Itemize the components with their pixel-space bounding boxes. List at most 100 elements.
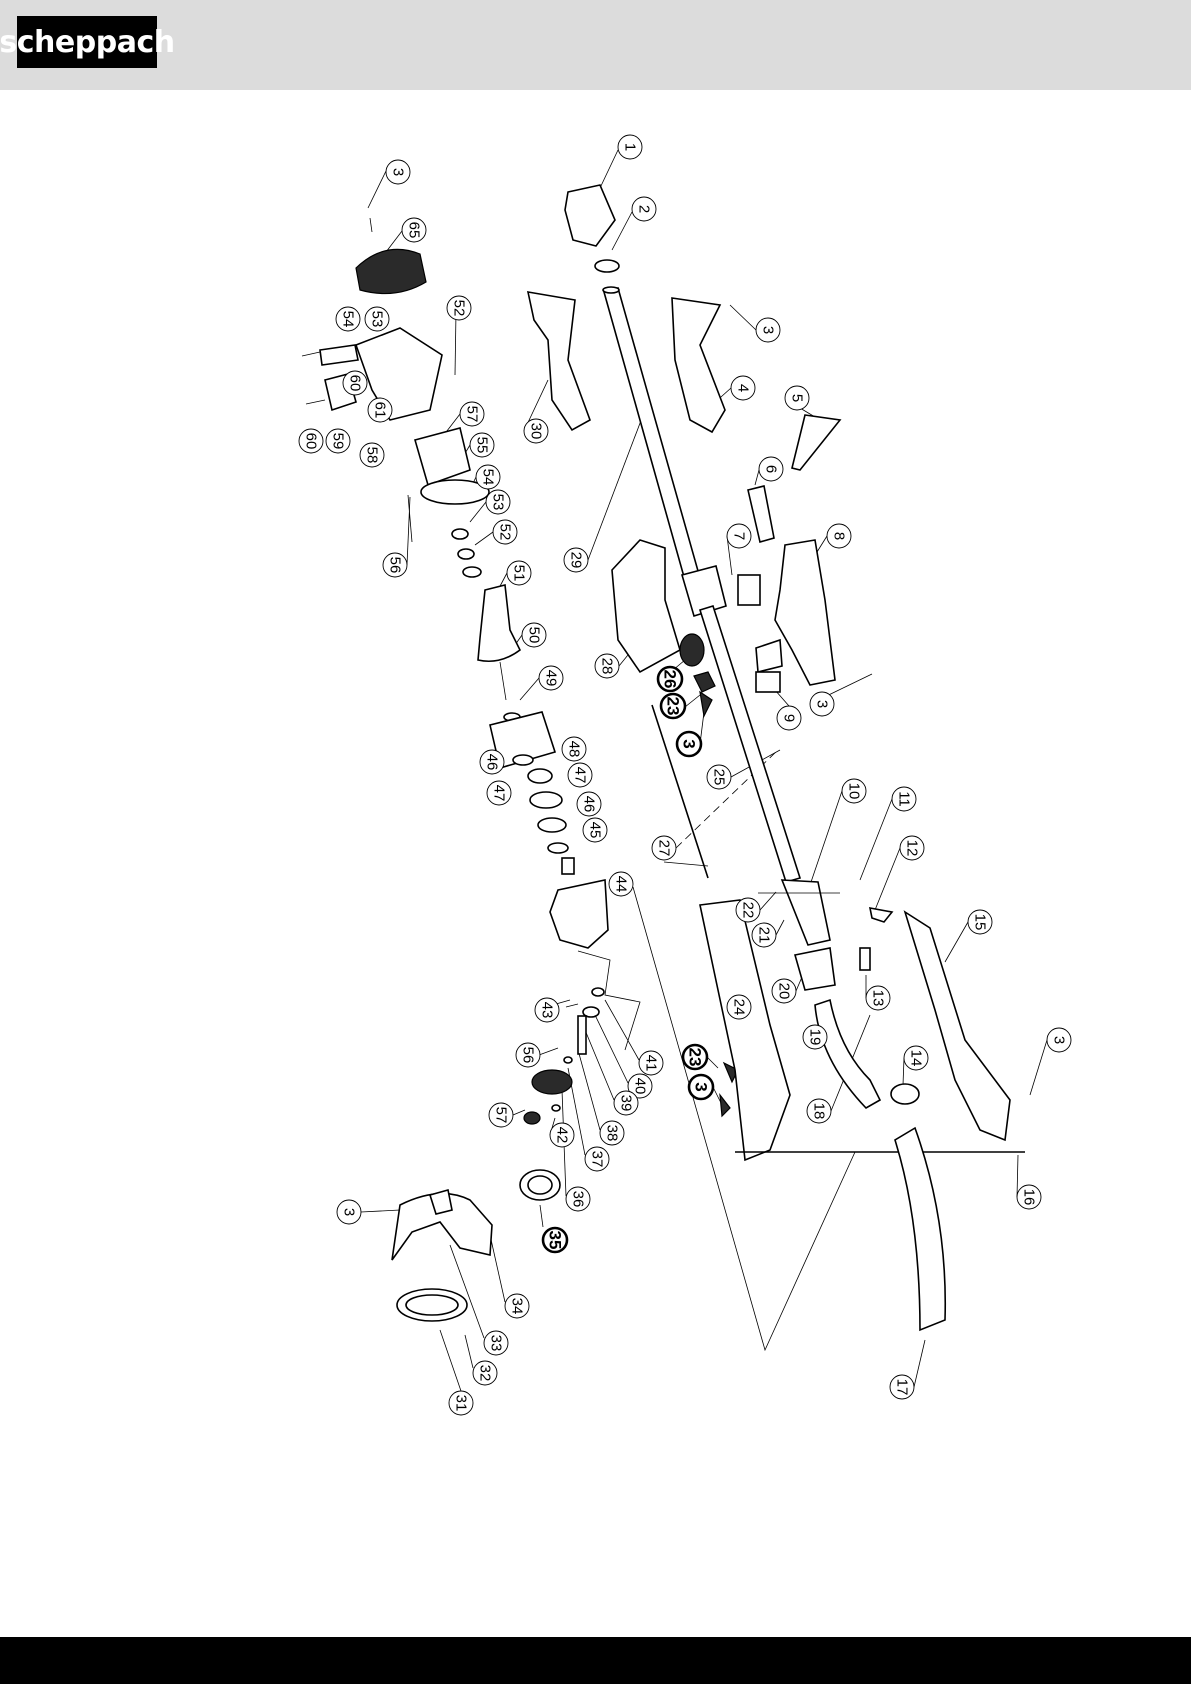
part-callout: 8 bbox=[827, 524, 851, 548]
callout-number: 28 bbox=[599, 658, 616, 675]
callout-number: 57 bbox=[493, 1107, 510, 1124]
part-callout: 32 bbox=[473, 1361, 497, 1385]
callout-number: 55 bbox=[474, 437, 491, 454]
callout-number: 6 bbox=[763, 465, 780, 473]
callout-number: 47 bbox=[491, 785, 508, 802]
callout-number: 3 bbox=[814, 700, 831, 708]
callout-number: 12 bbox=[904, 840, 921, 857]
part-callout: 53 bbox=[365, 307, 389, 331]
part-callout: 7 bbox=[727, 524, 751, 548]
callout-number: 31 bbox=[453, 1395, 470, 1412]
part-drawings bbox=[302, 185, 1025, 1330]
part-callout: 52 bbox=[493, 520, 517, 544]
callout-number: 54 bbox=[340, 311, 357, 328]
part-callout: 41 bbox=[639, 1051, 663, 1075]
callout-number: 23 bbox=[686, 1048, 705, 1067]
callout-number: 45 bbox=[587, 822, 604, 839]
callout-number: 60 bbox=[303, 433, 320, 450]
part-callout: 11 bbox=[892, 787, 916, 811]
part-callout: 47 bbox=[568, 763, 592, 787]
callout-number: 51 bbox=[511, 565, 528, 582]
part-callout: 57 bbox=[489, 1103, 513, 1127]
callout-number: 54 bbox=[480, 469, 497, 486]
part-callout: 5 bbox=[785, 386, 809, 410]
callout-number: 38 bbox=[604, 1125, 621, 1142]
part-callout: 54 bbox=[336, 307, 360, 331]
part-callout: 1 bbox=[618, 135, 642, 159]
part-callout: 3 bbox=[810, 692, 834, 716]
callout-number: 5 bbox=[789, 394, 806, 402]
callout-number: 27 bbox=[656, 840, 673, 857]
callout-number: 13 bbox=[870, 990, 887, 1007]
callout-number: 34 bbox=[509, 1298, 526, 1315]
part-callout: 65 bbox=[402, 218, 426, 242]
callout-number: 19 bbox=[807, 1029, 824, 1046]
callout-number: 3 bbox=[680, 739, 699, 748]
part-callout: 2 bbox=[632, 197, 656, 221]
brand-name: scheppach bbox=[0, 25, 175, 60]
exploded-parts-diagram: 1236552545334560615760595830655545352875… bbox=[0, 90, 1191, 1637]
part-callout: 3 bbox=[756, 318, 780, 342]
callout-number: 20 bbox=[776, 983, 793, 1000]
callout-number: 57 bbox=[464, 406, 481, 423]
callout-number: 9 bbox=[781, 714, 798, 722]
part-callout: 49 bbox=[539, 666, 563, 690]
callout-number: 40 bbox=[632, 1078, 649, 1095]
callout-number: 29 bbox=[568, 552, 585, 569]
callout-number: 18 bbox=[811, 1103, 828, 1120]
callout-number: 10 bbox=[846, 783, 863, 800]
callout-number: 42 bbox=[554, 1127, 571, 1144]
part-callout: 50 bbox=[522, 623, 546, 647]
part-callout: 30 bbox=[524, 419, 548, 443]
callout-number: 32 bbox=[477, 1365, 494, 1382]
part-callout: 48 bbox=[562, 737, 586, 761]
callout-number: 53 bbox=[369, 311, 386, 328]
part-callout: 17 bbox=[890, 1375, 914, 1399]
callout-number: 11 bbox=[896, 791, 913, 807]
part-callout: 33 bbox=[484, 1331, 508, 1355]
callout-number: 25 bbox=[711, 769, 728, 786]
part-callout: 36 bbox=[566, 1187, 590, 1211]
part-callout: 13 bbox=[866, 986, 890, 1010]
part-callout: 57 bbox=[460, 402, 484, 426]
part-callout: 28 bbox=[595, 654, 619, 678]
callout-number: 52 bbox=[451, 300, 468, 317]
callout-number: 3 bbox=[390, 168, 407, 176]
part-callout: 53 bbox=[486, 490, 510, 514]
callout-number: 26 bbox=[661, 670, 680, 689]
page-header: scheppach bbox=[0, 0, 1191, 90]
part-callout: 43 bbox=[535, 998, 559, 1022]
callout-number: 7 bbox=[731, 532, 748, 540]
callout-number: 14 bbox=[908, 1050, 925, 1067]
part-callout: 56 bbox=[516, 1043, 540, 1067]
callout-number: 22 bbox=[740, 902, 757, 919]
callout-number: 3 bbox=[692, 1082, 711, 1091]
callout-number: 37 bbox=[589, 1151, 606, 1168]
callout-number: 43 bbox=[539, 1002, 556, 1019]
callout-number: 33 bbox=[488, 1335, 505, 1352]
part-callout: 61 bbox=[368, 398, 392, 422]
callout-number: 50 bbox=[526, 627, 543, 644]
callout-number: 3 bbox=[760, 326, 777, 334]
callout-number: 49 bbox=[543, 670, 560, 687]
part-callout: 23 bbox=[661, 694, 685, 718]
callout-number: 24 bbox=[731, 999, 748, 1016]
part-callout: 4 bbox=[731, 376, 755, 400]
callout-number: 61 bbox=[372, 402, 389, 419]
part-callout: 38 bbox=[600, 1121, 624, 1145]
part-callout: 20 bbox=[772, 979, 796, 1003]
callout-number: 56 bbox=[520, 1047, 537, 1064]
part-callout: 39 bbox=[614, 1091, 638, 1115]
brand-logo: scheppach bbox=[17, 16, 157, 68]
callout-number: 23 bbox=[664, 697, 683, 716]
part-callout: 3 bbox=[677, 732, 701, 756]
callout-number: 58 bbox=[364, 447, 381, 464]
callout-number: 17 bbox=[894, 1379, 911, 1396]
part-callout: 3 bbox=[337, 1200, 361, 1224]
callout-number: 35 bbox=[546, 1231, 565, 1250]
part-callout: 45 bbox=[583, 818, 607, 842]
part-callout: 59 bbox=[326, 429, 350, 453]
callout-number: 56 bbox=[387, 557, 404, 574]
part-callout: 31 bbox=[449, 1391, 473, 1415]
part-callout: 3 bbox=[1047, 1028, 1071, 1052]
